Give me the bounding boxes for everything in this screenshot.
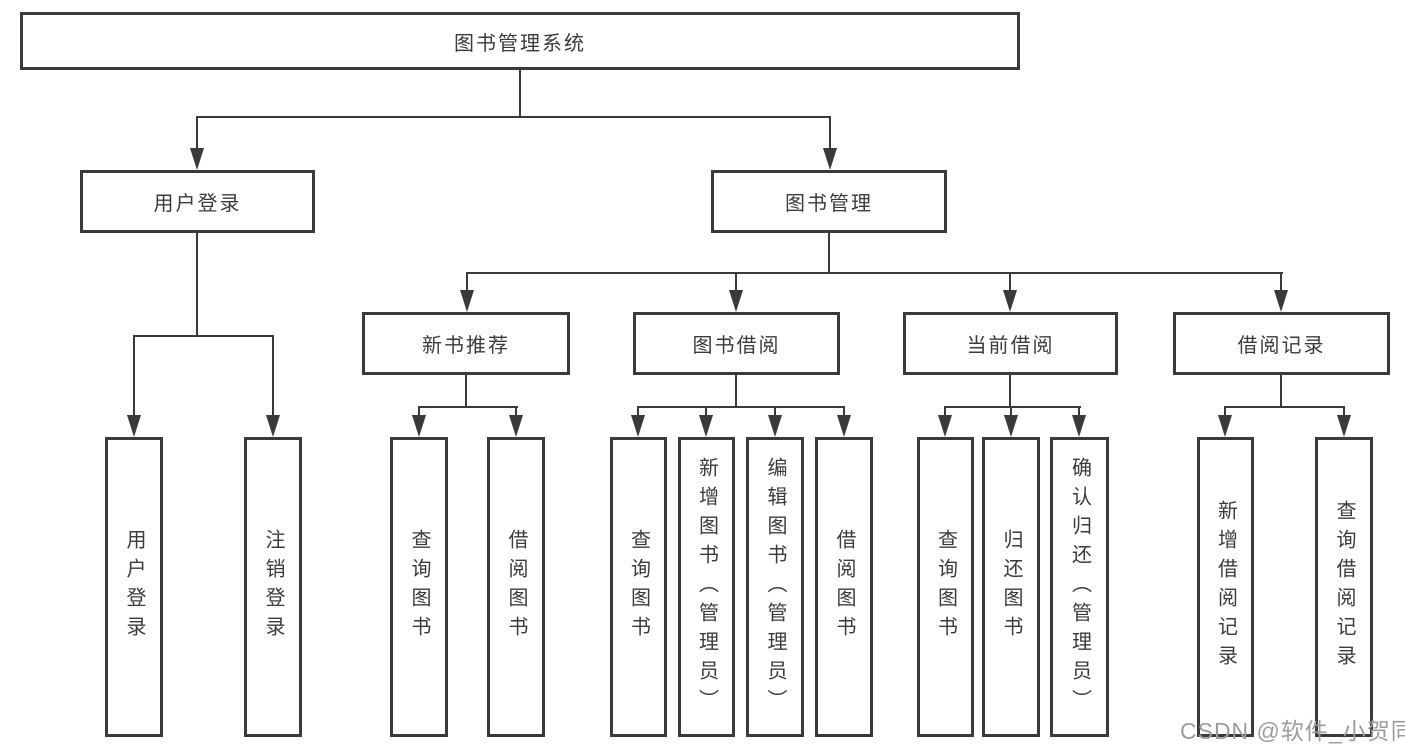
connector-line <box>1280 272 1282 292</box>
connector-line <box>465 375 467 408</box>
connector-line <box>843 406 845 417</box>
connector-line <box>944 406 1081 408</box>
connector-line <box>196 116 198 150</box>
arrowhead-icon <box>412 415 426 437</box>
arrowhead-icon <box>1274 290 1288 312</box>
connector-line <box>418 406 420 417</box>
arrowhead-icon <box>729 290 743 312</box>
connector-line <box>466 272 1283 274</box>
arrowhead-icon <box>1337 415 1351 437</box>
arrowhead-icon <box>1218 415 1232 437</box>
arrowhead-icon <box>127 415 141 437</box>
arrowhead-icon <box>190 148 204 170</box>
connector-line <box>515 406 517 417</box>
connector-line <box>829 116 831 150</box>
connector-line <box>828 233 830 274</box>
csdn-watermark: CSDN @软件_小贺同学 <box>1180 718 1405 744</box>
connector-line <box>774 406 776 417</box>
connector-line <box>1343 406 1345 417</box>
arrowhead-icon <box>837 415 851 437</box>
leaf-user-login: 用户登录 <box>105 437 163 737</box>
connector-line <box>133 335 135 417</box>
node-book-management: 图书管理 <box>711 170 947 233</box>
leaf-return-book: 归还图书 <box>982 437 1040 737</box>
connector-line <box>1078 406 1080 417</box>
connector-line <box>735 375 737 408</box>
arrowhead-icon <box>460 290 474 312</box>
connector-line <box>637 406 639 417</box>
connector-line <box>466 272 468 292</box>
leaf-add-book-admin: 新增图书（管理员） <box>678 437 735 737</box>
leaf-confirm-return-admin: 确认归还（管理员） <box>1050 437 1109 737</box>
arrowhead-icon <box>509 415 523 437</box>
arrowhead-icon <box>1003 290 1017 312</box>
connector-line <box>735 272 737 292</box>
connector-line <box>705 406 707 417</box>
arrowhead-icon <box>631 415 645 437</box>
connector-line <box>519 70 521 118</box>
node-root: 图书管理系统 <box>20 12 1020 70</box>
connector-line <box>1224 406 1226 417</box>
leaf-query-books-1: 查询图书 <box>390 437 448 737</box>
leaf-borrow-books-1: 借阅图书 <box>487 437 545 737</box>
node-borrow-records: 借阅记录 <box>1173 312 1390 375</box>
arrowhead-icon <box>1004 415 1018 437</box>
connector-line <box>637 406 845 408</box>
node-new-book-recommend: 新书推荐 <box>362 312 570 375</box>
leaf-logout: 注销登录 <box>244 437 302 737</box>
connector-line <box>1010 406 1012 417</box>
arrowhead-icon <box>768 415 782 437</box>
leaf-query-borrow-record: 查询借阅记录 <box>1315 437 1373 737</box>
leaf-edit-book-admin: 编辑图书（管理员） <box>746 437 804 737</box>
leaf-borrow-books-2: 借阅图书 <box>815 437 873 737</box>
leaf-query-books-3: 查询图书 <box>917 437 974 737</box>
connector-line <box>133 335 274 337</box>
node-user-login: 用户登录 <box>80 170 315 233</box>
connector-line <box>418 406 518 408</box>
arrowhead-icon <box>1072 415 1086 437</box>
connector-line <box>1224 406 1345 408</box>
arrowhead-icon <box>699 415 713 437</box>
connector-line <box>1009 272 1011 292</box>
leaf-query-books-2: 查询图书 <box>610 437 667 737</box>
connector-line <box>1280 375 1282 408</box>
connector-line <box>1009 375 1011 408</box>
arrowhead-icon <box>823 148 837 170</box>
connector-line <box>272 335 274 417</box>
arrowhead-icon <box>266 415 280 437</box>
arrowhead-icon <box>938 415 952 437</box>
connector-line <box>196 116 831 118</box>
node-current-borrow: 当前借阅 <box>903 312 1118 375</box>
connector-line <box>944 406 946 417</box>
leaf-add-borrow-record: 新增借阅记录 <box>1197 437 1254 737</box>
node-book-borrow: 图书借阅 <box>633 312 840 375</box>
connector-line <box>196 233 198 337</box>
